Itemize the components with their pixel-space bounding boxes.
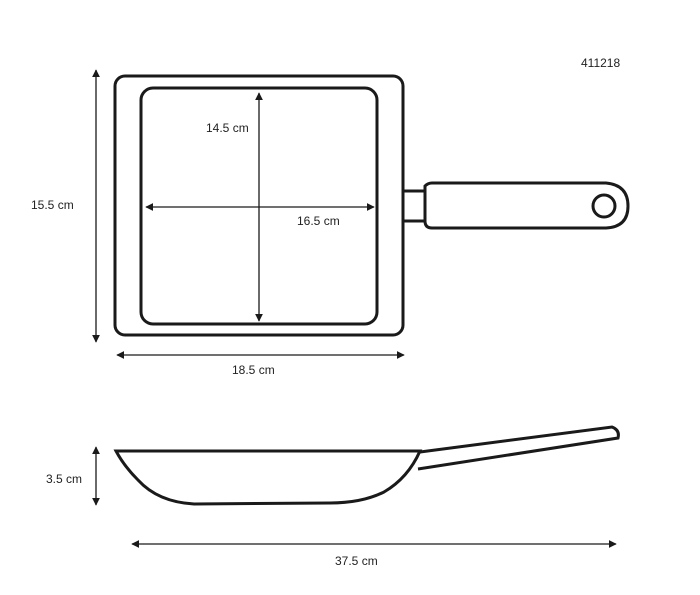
dim-label-top-height: 15.5 cm — [31, 198, 74, 212]
dim-label-inner-height: 14.5 cm — [206, 121, 249, 135]
pan-side-view — [113, 425, 620, 506]
dim-label-total-length: 37.5 cm — [335, 554, 378, 568]
pan-inner-surface — [139, 86, 379, 326]
pan-top-view — [113, 74, 630, 337]
dim-label-side-height: 3.5 cm — [46, 472, 82, 486]
pan-side-body — [113, 449, 423, 506]
product-code: 411218 — [581, 56, 620, 70]
handle-hang-hole — [591, 193, 617, 219]
dim-label-top-width: 18.5 cm — [232, 363, 275, 377]
handle-grip — [423, 181, 630, 230]
handle-connector — [401, 189, 427, 223]
pan-side-handle — [417, 425, 620, 471]
dim-label-inner-width: 16.5 cm — [297, 214, 340, 228]
